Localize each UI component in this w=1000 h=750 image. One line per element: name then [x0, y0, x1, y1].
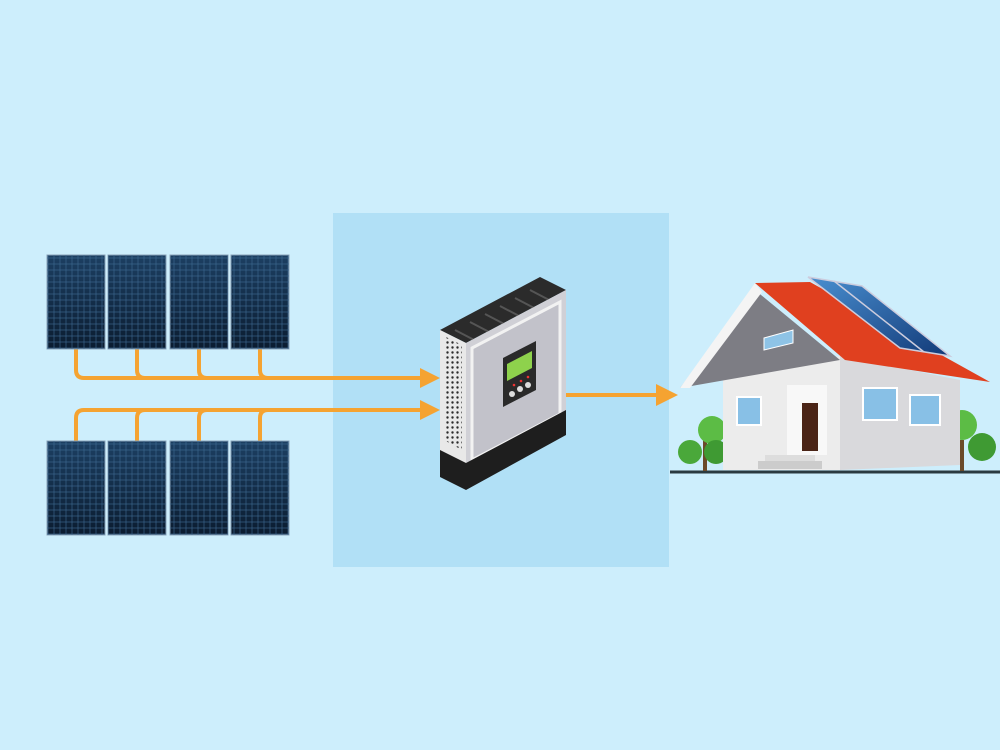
- solar-panel-icon: [169, 440, 229, 536]
- arrow-head-icon: [656, 384, 678, 406]
- solar-array-top: [46, 254, 290, 350]
- solar-panel-icon: [169, 254, 229, 350]
- solar-panel-icon: [46, 440, 106, 536]
- house-with-solar-roof-icon: [670, 276, 1000, 474]
- solar-panel-icon: [230, 254, 290, 350]
- solar-array-bottom: [46, 440, 290, 536]
- solar-panel-icon: [230, 440, 290, 536]
- solar-panel-icon: [107, 254, 167, 350]
- wire-bottom: [74, 408, 427, 443]
- inverter-icon: [440, 277, 566, 490]
- tree-icon: [678, 416, 728, 471]
- solar-panel-icon: [107, 440, 167, 536]
- arrow-head-icon: [420, 368, 440, 388]
- solar-panel-icon: [46, 254, 106, 350]
- wire-top: [74, 347, 427, 380]
- wires: [74, 347, 662, 443]
- arrow-head-icon: [420, 400, 440, 420]
